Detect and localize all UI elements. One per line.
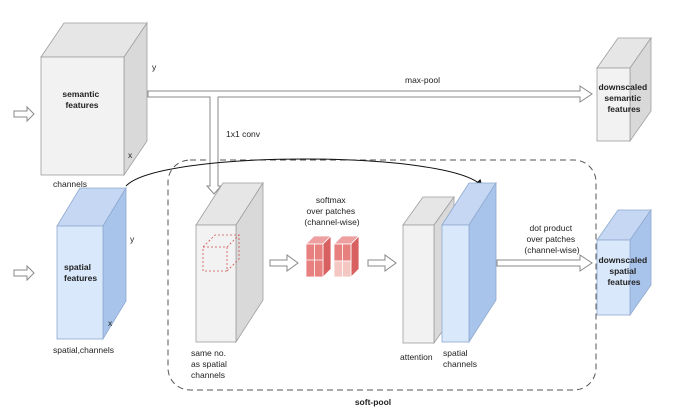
spatial-channels-label: spatial,channels xyxy=(53,345,114,355)
downscaled-semantic-box xyxy=(596,36,652,143)
spatial-channels-box xyxy=(441,181,497,344)
dashed-patch-cube xyxy=(202,234,240,272)
semantic-channels-label: channels xyxy=(53,179,87,189)
spatial-features-box xyxy=(56,186,127,341)
attention-label: attention xyxy=(400,352,433,362)
soft-pool-container xyxy=(167,159,597,391)
max-pool-label: max-pool xyxy=(405,75,440,85)
softmax-label: softmax over patches (channel-wise) xyxy=(304,195,359,227)
softmax-cubes xyxy=(305,235,360,278)
spatial-x-label: x xyxy=(108,318,113,328)
downscaled-semantic-label: downscaled semantic features xyxy=(598,82,649,114)
semantic-features-box xyxy=(40,21,148,177)
spatial-channels-box-front xyxy=(441,224,470,343)
semantic-y-label: y xyxy=(152,62,157,72)
spatial-y-label: y xyxy=(130,234,135,244)
downscaled-spatial-label: downscaled spatial features xyxy=(598,255,649,287)
semantic-features-label: semantic features xyxy=(62,89,101,110)
to-softmax-arrow xyxy=(269,254,299,272)
conv-box-front xyxy=(195,224,237,343)
downscaled-spatial-box xyxy=(596,208,652,317)
to-attention-arrow xyxy=(367,254,397,272)
spatial-skip-connector xyxy=(125,158,483,187)
spatial-box-front xyxy=(56,225,104,340)
semantic-input-arrow xyxy=(13,105,35,123)
spatial-input-arrow xyxy=(13,264,35,282)
spatial-channels-label: spatial channels xyxy=(443,348,477,369)
soft-pool-label: soft-pool xyxy=(355,397,391,407)
dot-product-arrow xyxy=(496,254,593,272)
spatial-features-label: spatial features xyxy=(64,262,97,283)
conv-label: 1x1 conv xyxy=(226,129,261,139)
ds-semantic-box-front xyxy=(596,67,631,142)
semantic-box-front xyxy=(40,56,125,176)
same-no-label: same no. as spatial channels xyxy=(191,348,229,380)
attention-box-front xyxy=(402,224,435,344)
max-pool-arrow xyxy=(147,85,593,195)
semantic-x-label: x xyxy=(128,150,133,160)
conv-output-box xyxy=(195,181,264,344)
dot-product-label: dot product over patches (channel-wise) xyxy=(524,223,579,255)
ds-spatial-box-front xyxy=(596,239,631,316)
